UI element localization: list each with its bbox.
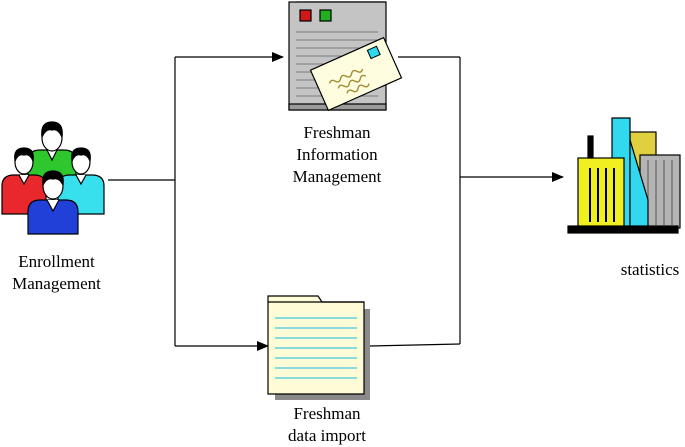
info-label-line-3: Management	[292, 167, 382, 186]
server-with-envelope-icon	[288, 1, 403, 112]
person-blue	[27, 170, 79, 235]
statistics-label-line-1: statistics	[620, 260, 680, 279]
city-buildings-icon	[567, 117, 681, 234]
server-led-red	[299, 9, 312, 22]
person-green	[27, 121, 77, 193]
connector-import-out	[369, 343, 461, 347]
server-led-green	[319, 9, 332, 22]
connectors	[108, 52, 564, 351]
enrollment-label-line-2: Management	[12, 274, 101, 293]
info-label-line-2: Information	[296, 145, 378, 164]
enrollment-label-line-1: Enrollment	[18, 252, 95, 271]
statistics-label: statistics	[600, 259, 685, 281]
enrollment-management-label: Enrollment Management	[4, 251, 109, 295]
import-label-line-2: data import	[288, 426, 366, 445]
envelope-icon	[309, 36, 403, 112]
import-label-line-1: Freshman	[293, 404, 361, 423]
freshman-data-import-label: Freshman data import	[262, 403, 392, 447]
document-icon	[267, 295, 370, 400]
info-label-line-1: Freshman	[303, 123, 371, 142]
freshman-information-management-label: Freshman Information Management	[272, 122, 402, 188]
people-group-icon	[1, 121, 105, 235]
